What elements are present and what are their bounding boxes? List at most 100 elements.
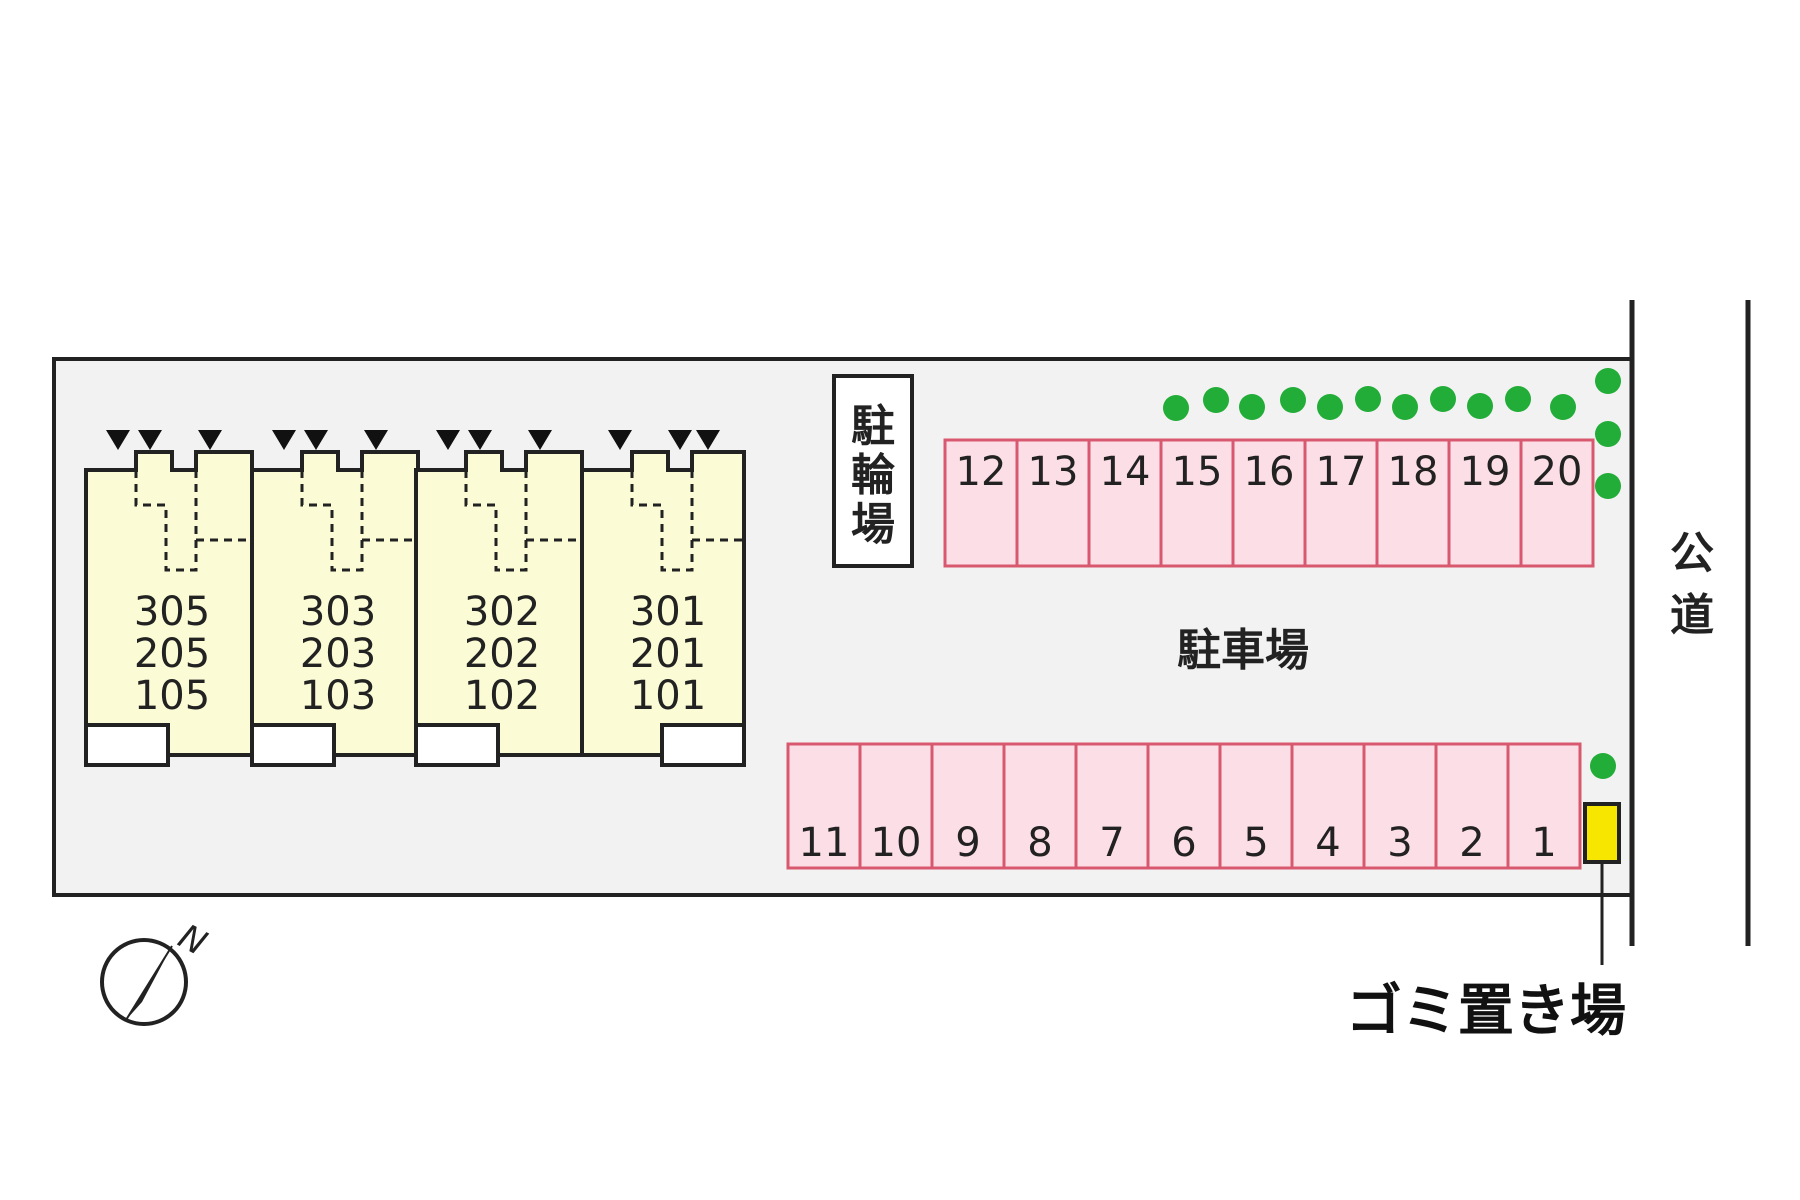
entrance-triangle-icon	[468, 430, 492, 450]
unit-number: 303	[300, 589, 376, 635]
bicycle-parking-label: 駐輪場	[851, 401, 895, 550]
parking-space-number: 3	[1387, 820, 1412, 866]
parking-space: 2	[1434, 742, 1510, 870]
parking-space: 12	[943, 438, 1019, 568]
parking-row-bottom: 11 10 9 8 7 6 5 4 3 2 1	[786, 742, 1582, 870]
parking-space: 13	[1015, 438, 1091, 568]
unit-number: 302	[464, 589, 540, 635]
tree-dot-icon	[1317, 394, 1343, 420]
tree-dot-icon	[1467, 393, 1493, 419]
unit-number: 305	[134, 589, 210, 635]
parking-space-number: 7	[1099, 820, 1124, 866]
parking-space-number: 12	[956, 449, 1007, 495]
entrance-triangle-icon	[364, 430, 388, 450]
unit-number: 203	[300, 631, 376, 677]
parking-space-number: 10	[871, 820, 922, 866]
unit-number: 205	[134, 631, 210, 677]
unit-number: 201	[630, 631, 706, 677]
unit-number: 102	[464, 673, 540, 719]
parking-space-number: 11	[799, 820, 850, 866]
north-compass-icon: N	[100, 917, 213, 1026]
entrance-triangle-icon	[668, 430, 692, 450]
entrance-triangle-icon	[138, 430, 162, 450]
garbage-area-label: ゴミ置き場	[1346, 979, 1626, 1044]
balcony-box	[250, 723, 336, 767]
parking-space: 15	[1159, 438, 1235, 568]
parking-space-number: 8	[1027, 820, 1052, 866]
tree-dot-icon	[1430, 386, 1456, 412]
tree-dot-icon	[1355, 386, 1381, 412]
tree-dot-icon	[1595, 473, 1621, 499]
parking-space: 19	[1447, 438, 1523, 568]
parking-space-number: 19	[1460, 449, 1511, 495]
parking-space-number: 4	[1315, 820, 1340, 866]
parking-row-top: 12 13 14 15 16 17 18 19 20	[943, 438, 1595, 568]
bicycle-parking: 駐輪場	[832, 374, 914, 568]
entrance-triangle-icon	[696, 430, 720, 450]
parking-space: 5	[1218, 742, 1294, 870]
parking-space: 4	[1290, 742, 1366, 870]
parking-lot-label: 駐車場	[1177, 625, 1309, 676]
parking-space-number: 14	[1100, 449, 1151, 495]
parking-space: 7	[1074, 742, 1150, 870]
balcony-box	[414, 723, 500, 767]
entrance-triangle-icon	[304, 430, 328, 450]
parking-space: 18	[1375, 438, 1451, 568]
unit-number: 105	[134, 673, 210, 719]
entrance-triangle-icon	[436, 430, 460, 450]
parking-space: 20	[1519, 438, 1595, 568]
entrance-triangle-icon	[528, 430, 552, 450]
parking-space: 6	[1146, 742, 1222, 870]
unit-number: 101	[630, 673, 706, 719]
parking-space-number: 20	[1532, 449, 1583, 495]
garbage-area-box	[1583, 802, 1621, 864]
parking-space-number: 1	[1531, 820, 1556, 866]
tree-dot-icon	[1590, 753, 1616, 779]
parking-space-number: 6	[1171, 820, 1196, 866]
parking-space-number: 16	[1244, 449, 1295, 495]
parking-space-number: 2	[1459, 820, 1484, 866]
parking-space: 8	[1002, 742, 1078, 870]
svg-text:公道: 公道	[1670, 528, 1714, 641]
tree-dot-icon	[1550, 394, 1576, 420]
parking-space: 9	[930, 742, 1006, 870]
parking-space: 10	[858, 742, 934, 870]
parking-space-number: 17	[1316, 449, 1367, 495]
parking-space: 14	[1087, 438, 1163, 568]
unit-number: 202	[464, 631, 540, 677]
tree-dot-icon	[1163, 395, 1189, 421]
unit-number: 103	[300, 673, 376, 719]
entrance-triangle-icon	[272, 430, 296, 450]
tree-dot-icon	[1203, 387, 1229, 413]
tree-row	[1163, 368, 1621, 779]
parking-space-number: 15	[1172, 449, 1223, 495]
unit-number: 301	[630, 589, 706, 635]
tree-dot-icon	[1505, 386, 1531, 412]
balcony-box	[84, 723, 170, 767]
entrance-triangle-icon	[198, 430, 222, 450]
tree-dot-icon	[1392, 394, 1418, 420]
parking-space: 1	[1506, 742, 1582, 870]
parking-space-number: 5	[1243, 820, 1268, 866]
parking-space: 3	[1362, 742, 1438, 870]
parking-space: 16	[1231, 438, 1307, 568]
tree-dot-icon	[1595, 368, 1621, 394]
parking-space-number: 18	[1388, 449, 1439, 495]
balcony-box	[660, 723, 746, 767]
tree-dot-icon	[1239, 394, 1265, 420]
parking-space: 17	[1303, 438, 1379, 568]
parking-space-number: 13	[1028, 449, 1079, 495]
public-road-label: 公道	[1670, 528, 1714, 641]
parking-space: 11	[786, 742, 862, 870]
tree-dot-icon	[1280, 387, 1306, 413]
entrance-triangle-icon	[106, 430, 130, 450]
tree-dot-icon	[1595, 421, 1621, 447]
parking-space-number: 9	[955, 820, 980, 866]
entrance-triangle-icon	[608, 430, 632, 450]
